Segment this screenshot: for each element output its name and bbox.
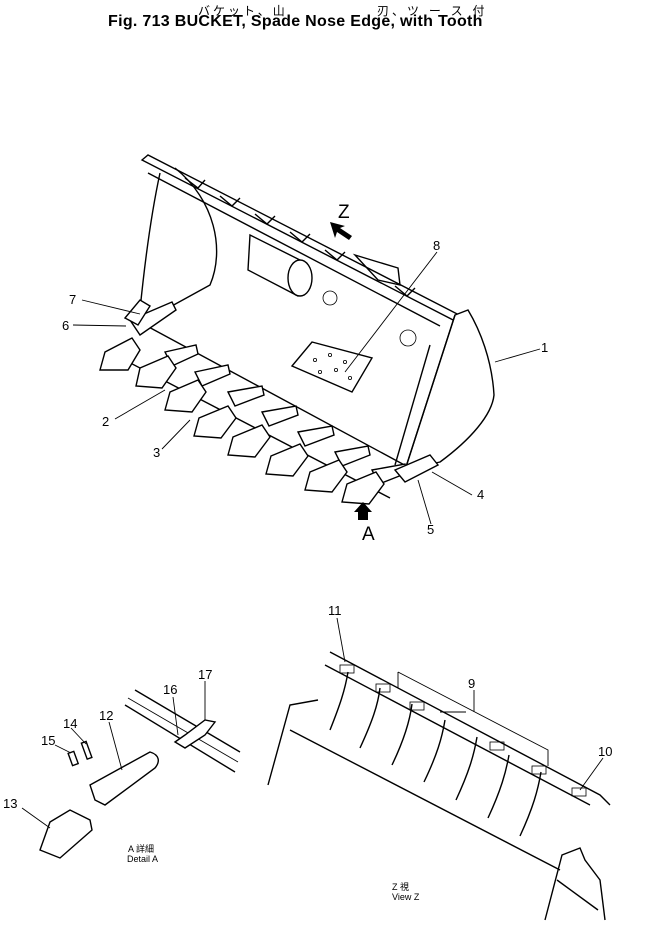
callout-13: 13: [3, 796, 17, 811]
pin-part: [67, 750, 80, 767]
view-z-bracket-line: [397, 671, 549, 766]
lock-part: [80, 740, 93, 761]
callout-12: 12: [99, 708, 113, 723]
main-leader-lines: [72, 251, 541, 525]
view-z-weld-marks: [339, 664, 587, 797]
bolt-hole-right: [399, 329, 417, 347]
callout-16: 16: [163, 682, 177, 697]
detail-a-caption-jp: A 詳細: [128, 843, 154, 854]
callout-4: 4: [477, 487, 484, 502]
bucket-main-view: Z A 1 2 3 4 5 6 7 8: [62, 154, 548, 545]
callout-8: 8: [433, 238, 440, 253]
view-z-left-plate: [267, 699, 319, 786]
figure-title: Fig. 713 BUCKET, Spade Nose Edge, with T…: [108, 13, 483, 30]
adapter-part: [89, 751, 159, 806]
callout-2: 2: [102, 414, 109, 429]
view-z-right-edge: [556, 879, 599, 911]
corner-guard: [123, 299, 151, 326]
view-z-rim-lower: [324, 664, 591, 806]
tooth-part: [39, 809, 93, 859]
japanese-title-left: バケット、山: [198, 4, 288, 18]
callout-3: 3: [153, 445, 160, 460]
callout-9: 9: [468, 676, 475, 691]
callout-15: 15: [41, 733, 55, 748]
detail-a-caption: Detail A: [127, 854, 158, 864]
left-side-curve: [149, 167, 218, 319]
callout-14: 14: [63, 716, 77, 731]
callout-7: 7: [69, 292, 76, 307]
lip-edge-3: [127, 697, 239, 763]
bucket-teeth: [99, 337, 385, 505]
side-cutter: [393, 454, 440, 483]
view-z-leaders: [336, 617, 604, 791]
cylinder-end: [287, 259, 313, 297]
view-z-gussets: [329, 671, 542, 837]
tooth-adapters: [128, 301, 408, 485]
callout-17: 17: [198, 667, 212, 682]
rim-lower-edge: [147, 172, 441, 327]
view-z-caption: View Z: [392, 892, 420, 902]
view-z-view: 9 10 11 Z 視 View Z: [267, 603, 612, 921]
bucket-top-rim: [140, 154, 467, 324]
arrow-z-label: Z: [338, 202, 350, 223]
view-z-top-rim: [329, 651, 611, 806]
left-side-edge: [139, 172, 161, 311]
arrow-z-icon: [330, 222, 352, 240]
detail-a-leaders: [21, 681, 206, 829]
view-z-caption-jp: Z 視: [392, 881, 409, 892]
view-z-back-wall: [289, 729, 561, 871]
detail-a-view: 12 13 14 15 16 17 A 詳細 Detail A: [3, 667, 241, 864]
right-side-plate: [403, 309, 495, 471]
callout-10: 10: [598, 744, 612, 759]
right-side-inner-edge: [404, 314, 456, 471]
side-tooth-part: [173, 719, 217, 749]
wear-plate: [290, 341, 374, 393]
wear-plate-holes: [312, 352, 352, 380]
callout-11: 11: [328, 603, 342, 618]
arrow-a-icon: [354, 502, 372, 520]
callout-6: 6: [62, 318, 69, 333]
lip-edge-1: [134, 689, 241, 753]
callout-1: 1: [541, 340, 548, 355]
bolt-hole: [322, 290, 338, 306]
view-z-right-plate: [544, 847, 606, 921]
hinge-bracket: [352, 253, 401, 286]
arrow-a-label: A: [362, 524, 375, 545]
japanese-title-right: 刃、ツ ー ス 付: [377, 4, 488, 18]
callout-5: 5: [427, 522, 434, 537]
right-side-edge-2: [394, 344, 431, 466]
